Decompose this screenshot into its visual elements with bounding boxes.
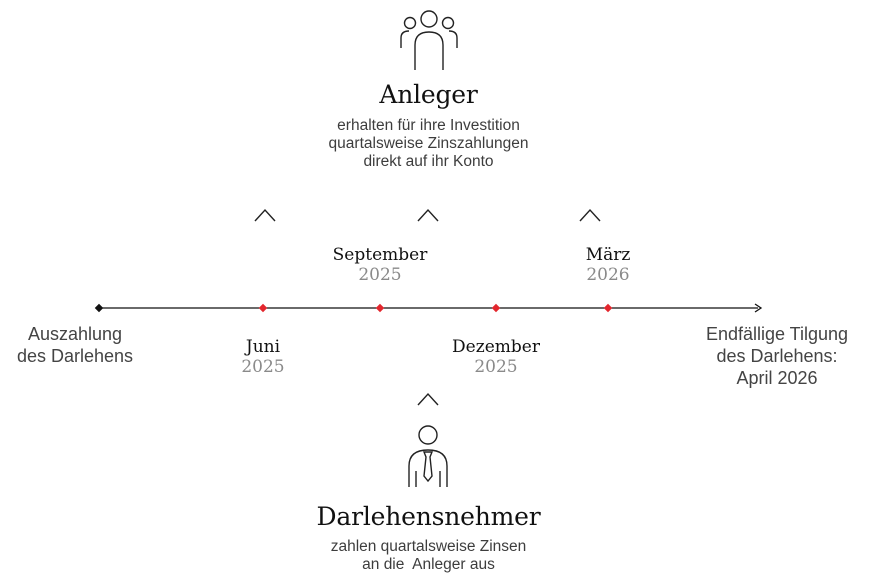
payment-year: 2025 [241,357,285,377]
payment-label-dezember: Dezember 2025 [426,337,566,377]
payment-year: 2025 [358,265,402,285]
end-label-line: April 2026 [736,368,818,388]
investor-title: Anleger [379,80,478,109]
payment-marker-juni [258,303,268,313]
payment-month: März [585,245,631,265]
payment-year: 2025 [474,357,518,377]
investor-description-line: erhalten für ihre Investition [337,117,520,134]
businessperson-tie-icon [408,425,448,487]
payment-month: Dezember [452,337,540,357]
investor-block: Anleger erhalten für ihre Investition qu… [280,80,577,171]
borrower-description-line: an die Anleger aus [362,556,495,573]
investor-description-line: quartalsweise Zinszahlungen [328,135,529,152]
investor-description: erhalten für ihre Investition quartalswe… [280,117,577,171]
payment-label-september: September 2025 [310,245,450,285]
payment-label-juni: Juni 2025 [203,337,323,377]
payment-label-maerz: März 2026 [548,245,668,285]
borrower-description-line: zahlen quartalsweise Zinsen [330,538,527,555]
payment-marker-maerz [603,303,613,313]
payment-marker-dezember [491,303,501,313]
payment-marker-september [375,303,385,313]
timeline-start-label: Auszahlung des Darlehens [0,323,150,367]
timeline-arrow-head [754,303,763,313]
start-label-line: des Darlehens [16,346,134,366]
chevron-up-icon [579,208,601,222]
payment-year: 2026 [586,265,630,285]
borrower-block: Darlehensnehmer zahlen quartalsweise Zin… [280,502,577,574]
timeline-end-label: Endfällige Tilgung des Darlehens: April … [684,323,870,389]
chevron-up-icon [254,208,276,222]
borrower-description: zahlen quartalsweise Zinsen an die Anleg… [280,538,577,574]
payment-month: Juni [245,337,281,357]
investor-description-line: direkt auf ihr Konto [363,153,494,170]
chevron-up-icon [417,392,439,406]
group-people-icon [400,10,458,70]
end-label-line: des Darlehens: [716,346,838,366]
start-marker [94,303,104,313]
chevron-up-icon [417,208,439,222]
borrower-title: Darlehensnehmer [316,502,541,531]
start-label-line: Auszahlung [27,324,123,344]
payment-month: September [332,245,428,265]
end-label-line: Endfällige Tilgung [705,324,849,344]
